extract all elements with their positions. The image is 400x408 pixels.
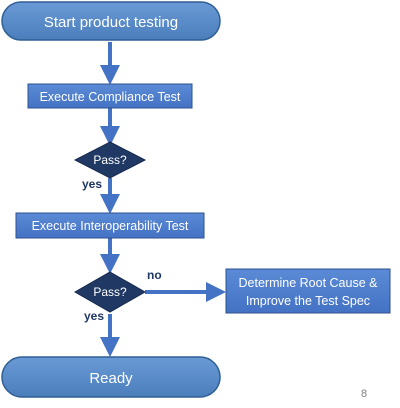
- interop-test-node: Execute Interoperability Test: [15, 212, 205, 239]
- compliance-test-label: Execute Compliance Test: [40, 90, 181, 104]
- interop-test-label: Execute Interoperability Test: [32, 219, 189, 233]
- decision-node-1: Pass?: [73, 141, 147, 179]
- ready-node-label: Ready: [89, 370, 133, 387]
- page-number: 8: [361, 388, 367, 400]
- ready-node: Ready: [1, 356, 221, 398]
- start-node-label: Start product testing: [44, 14, 178, 31]
- decision-2-label: Pass?: [93, 285, 127, 299]
- root-cause-label-line2: Improve the Test Spec: [246, 294, 370, 308]
- yes-label-1: yes: [82, 177, 102, 191]
- root-cause-node: Determine Root Cause & Improve the Test …: [225, 268, 391, 314]
- compliance-test-node: Execute Compliance Test: [27, 83, 193, 109]
- yes-label-2: yes: [84, 309, 104, 323]
- decision-1-label: Pass?: [93, 153, 127, 167]
- start-node: Start product testing: [1, 1, 221, 41]
- decision-node-2: Pass?: [73, 271, 147, 313]
- connectors: [100, 42, 226, 357]
- no-label: no: [147, 268, 162, 282]
- root-cause-label-line1: Determine Root Cause &: [239, 276, 379, 290]
